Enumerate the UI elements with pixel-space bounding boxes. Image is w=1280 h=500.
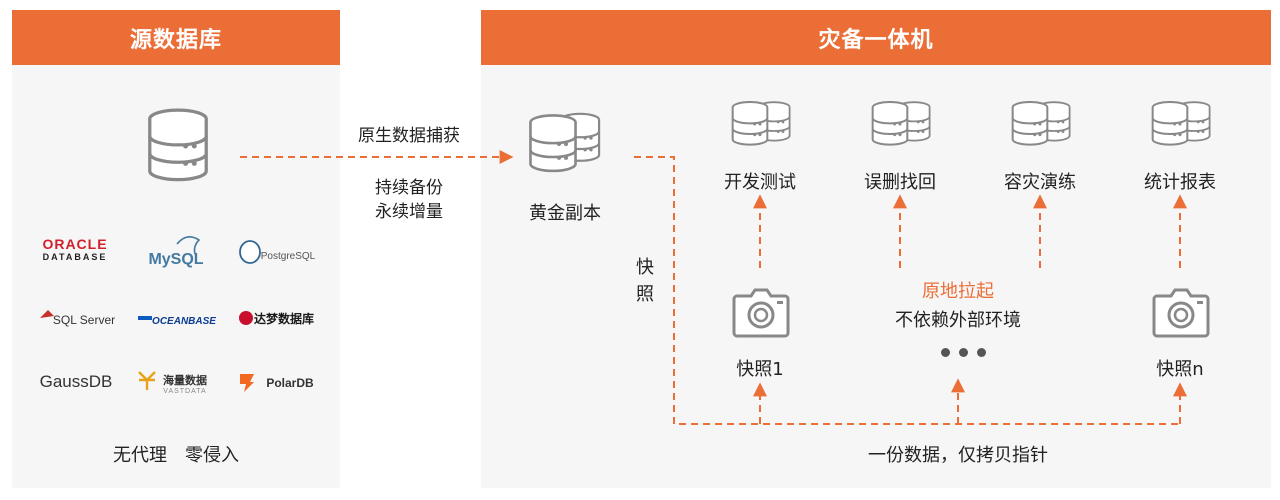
vastdata-logo: 海量数据 VASTDATA [163, 375, 207, 395]
postgresql-logo: PostgreSQL [260, 251, 316, 262]
source-footer: 无代理 零侵入 [113, 445, 239, 466]
golden-copy-label: 黄金副本 [529, 203, 601, 224]
source-panel-title: 源数据库 [129, 27, 222, 53]
source-panel-header: 源数据库 [12, 10, 340, 65]
oracle-logo: ORACLE DATABASE [42, 236, 108, 262]
use-dev-test: 开发测试 [724, 172, 796, 193]
source-database-icon [148, 108, 208, 182]
snapshot-chain-line [634, 156, 1180, 425]
polardb-logo: PolarDB [266, 376, 314, 390]
mount-title: 原地拉起 [922, 281, 994, 302]
appliance-panel-title: 灾备一体机 [818, 27, 934, 53]
ellipsis-icon [941, 342, 986, 361]
snapshot-1-camera-icon [732, 288, 790, 338]
snapshot-vertical-label: 快照 [636, 257, 654, 305]
dev-test-database-icon [731, 100, 769, 146]
use-recovery: 误删找回 [864, 172, 936, 193]
backup-line-1: 持续备份 [375, 178, 443, 198]
capture-label: 原生数据捕获 [358, 126, 460, 146]
sqlserver-logo: SQL Server [52, 313, 116, 327]
gaussdb-logo: GaussDB [39, 372, 113, 391]
appliance-panel-header: 灾备一体机 [481, 10, 1271, 65]
oceanbase-logo: OCEANBASE [152, 316, 216, 327]
snapshot-n-label: 快照n [1156, 359, 1204, 380]
golden-copy-database-icon [529, 114, 577, 173]
snapshot-n-camera-icon [1152, 288, 1210, 338]
recovery-database-icon [871, 100, 909, 146]
pointer-note: 一份数据，仅拷贝指针 [868, 445, 1048, 466]
snapshot-1-label: 快照1 [736, 359, 784, 380]
use-report: 统计报表 [1144, 172, 1216, 193]
logo-marks [40, 236, 261, 392]
use-drill: 容灾演练 [1004, 172, 1076, 193]
mysql-logo: MySQL [148, 251, 204, 268]
mount-subtitle: 不依赖外部环境 [895, 310, 1021, 331]
drill-database-icon [1011, 100, 1049, 146]
backup-line-2: 永续增量 [375, 202, 443, 222]
report-database-icon [1151, 100, 1189, 146]
dameng-logo: 达梦数据库 [253, 312, 315, 326]
